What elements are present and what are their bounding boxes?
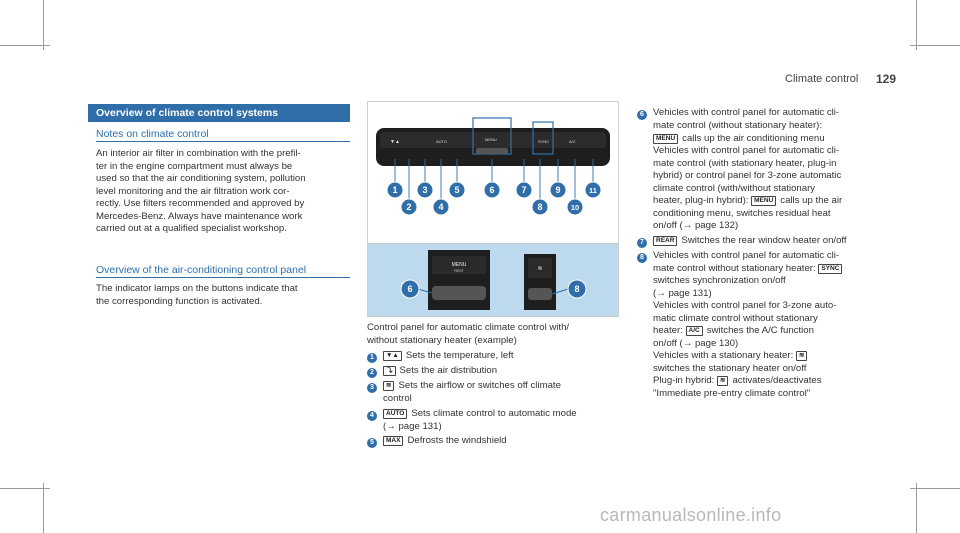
running-header: Climate control (785, 73, 859, 85)
menu-rest-icon: MENU (751, 196, 777, 206)
crop-mark (910, 45, 960, 46)
caption-line: without stationary heater (example) (367, 334, 517, 346)
temperature-icon: ▼▲ (383, 351, 402, 361)
menu-label: MENU (485, 137, 497, 142)
crop-mark (0, 488, 50, 489)
divider (96, 277, 350, 278)
control-panel-figure: ▼▲ AUTO MENU SYNC A/C 1 2 3 4 (367, 101, 619, 244)
callout-2: 2 (406, 202, 411, 212)
auto-icon: AUTO (383, 408, 408, 419)
overview-paragraph: The indicator lamps on the buttons indic… (96, 283, 298, 307)
rear-window-heater-icon: REAR (653, 235, 678, 246)
watermark: carmanualsonline.info (600, 505, 782, 525)
button-detail-drawing: MENU REST ≋ 6 8 (400, 250, 587, 310)
subheading-notes: Notes on climate control (96, 128, 209, 140)
control-panel-drawing: ▼▲ AUTO MENU SYNC A/C 1 2 3 4 (376, 117, 610, 216)
callout-6: 6 (489, 185, 494, 195)
defrost-icon: MAX (383, 436, 404, 446)
crop-mark (43, 483, 44, 533)
callout-8-detail: 8 (574, 284, 579, 294)
callout-5: 5 (454, 185, 459, 195)
legend-item-3: 3≋Sets the airflow or switches off clima… (367, 380, 622, 393)
rest-label: REST (454, 269, 464, 273)
sync-icon: SYNC (818, 263, 843, 274)
legend-item-2: 2⤵Sets the air distribution (367, 365, 622, 378)
ac-icon: A/C (685, 326, 703, 336)
menu-icon: MENU (653, 133, 679, 144)
callout-10: 10 (571, 203, 579, 212)
menu-button-label: MENU (452, 262, 467, 268)
callout-6-detail: 6 (407, 284, 412, 294)
callout-1: 1 (392, 185, 397, 195)
section-title: Overview of climate control systems (88, 104, 350, 122)
crop-mark (910, 488, 960, 489)
button-detail-figure: MENU REST ≋ 6 8 (367, 244, 619, 317)
callout-8: 8 (537, 202, 542, 212)
subheading-overview: Overview of the air-conditioning control… (96, 264, 307, 276)
callout-11: 11 (589, 186, 597, 195)
airflow-icon: ≋ (383, 381, 395, 391)
pre-entry-climate-icon: ≋ (717, 376, 729, 386)
crop-mark (916, 483, 917, 533)
ac-label: A/C (569, 139, 576, 144)
callout-7: 7 (521, 185, 526, 195)
divider (96, 141, 350, 142)
svg-text:▼▲: ▼▲ (390, 139, 400, 145)
callout-9: 9 (555, 185, 560, 195)
callout-3: 3 (422, 185, 427, 195)
auto-label: AUTO (436, 139, 447, 144)
crop-mark (916, 0, 917, 50)
crop-mark (43, 0, 44, 50)
figure-legend: Control panel for automatic climate cont… (367, 322, 622, 448)
sync-label: SYNC (538, 139, 549, 144)
caption-line: Control panel for automatic climate cont… (367, 322, 570, 333)
svg-text:≋: ≋ (537, 265, 542, 272)
air-distribution-icon: ⤵ (383, 366, 396, 376)
stationary-heater-icon: ≋ (795, 351, 808, 361)
page-number: 129 (876, 72, 897, 86)
notes-paragraph: An interior air filter in combination wi… (96, 148, 306, 234)
callout-4: 4 (438, 202, 443, 212)
legend-item-1: 1▼▲Sets the temperature, left (367, 350, 622, 363)
crop-mark (0, 45, 50, 46)
